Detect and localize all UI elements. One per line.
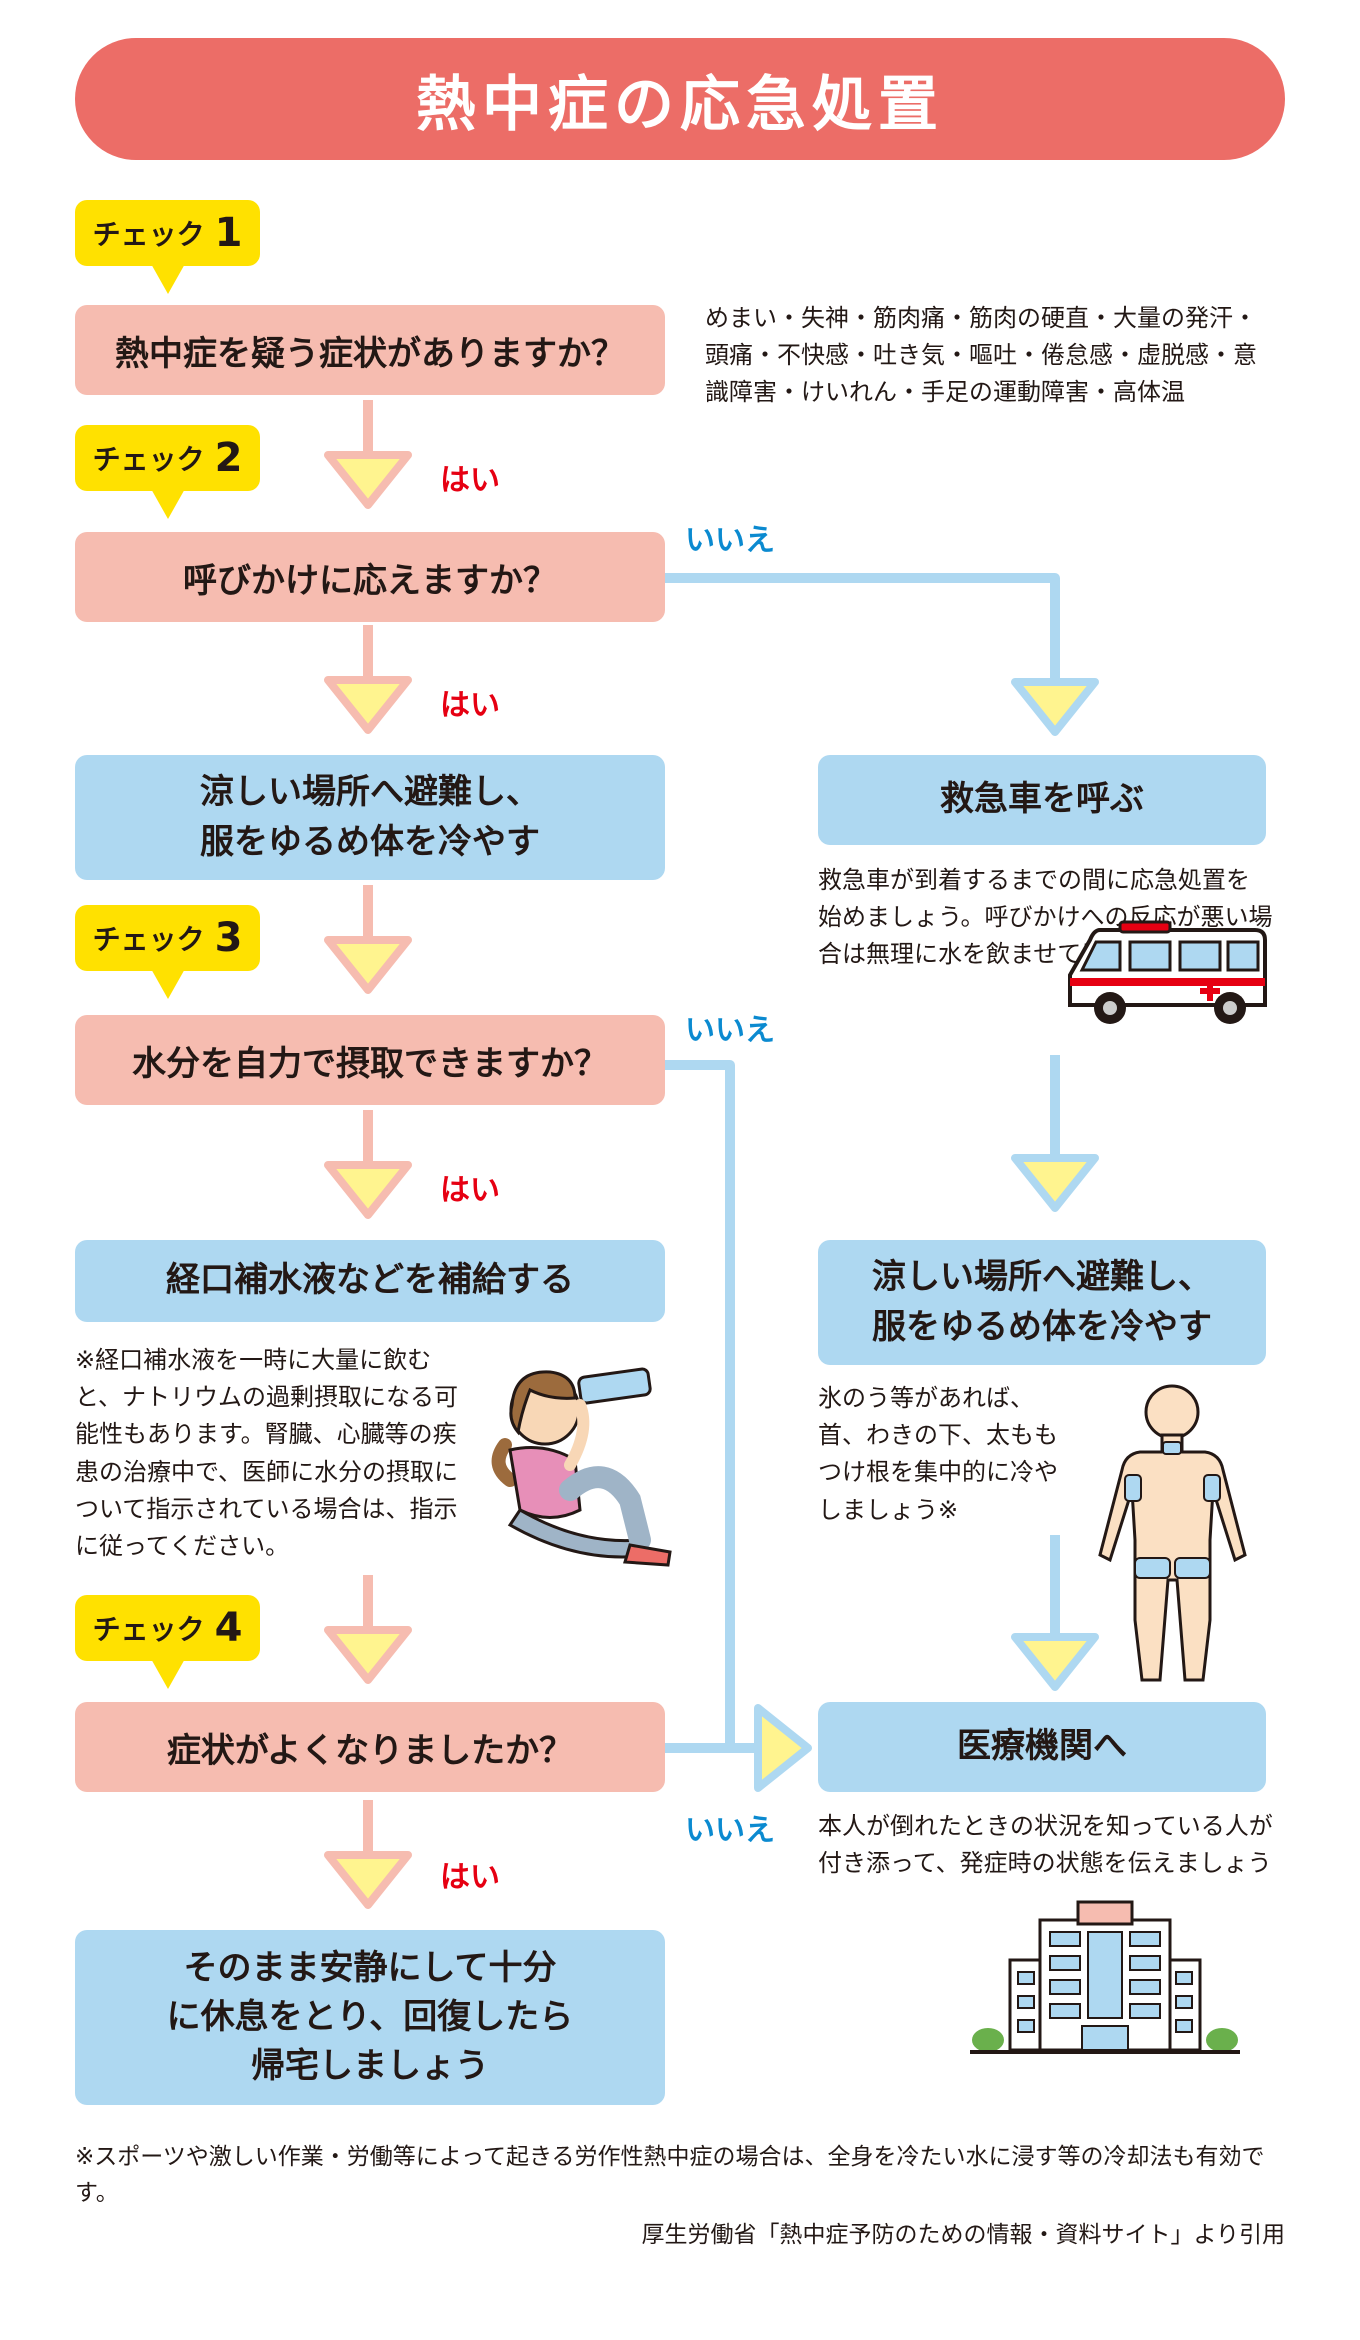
right-arrow-icon xyxy=(754,1704,812,1792)
tag-pointer xyxy=(150,967,186,999)
hospital-building-icon xyxy=(970,1900,1240,2054)
down-arrow-icon xyxy=(324,676,412,734)
check-label: チェック xyxy=(92,923,205,956)
no-label: いいえ xyxy=(685,1813,775,1848)
action-line: 服をゆるめ体を冷やす xyxy=(872,1306,1212,1347)
down-arrow-icon xyxy=(1011,1633,1099,1691)
yes-label: はい xyxy=(440,463,500,498)
action-hospital: 医療機関へ xyxy=(818,1702,1266,1792)
ambulance-icon xyxy=(1068,920,1267,1024)
question-3: 水分を自力で摂取できますか？ xyxy=(75,1015,665,1105)
down-arrow-icon xyxy=(324,451,412,509)
drinking-person-icon xyxy=(491,1367,672,1567)
question-1: 熱中症を疑う症状がありますか？ xyxy=(75,305,665,395)
check-tag-3: チェック 3 xyxy=(75,905,260,971)
down-arrow-icon xyxy=(324,1851,412,1909)
check-number: 1 xyxy=(214,210,243,256)
check-label: チェック xyxy=(92,443,205,476)
page-title: 熱中症の応急処置 xyxy=(75,38,1285,160)
yes-label: はい xyxy=(440,1860,500,1895)
action-line: 服をゆるめ体を冷やす xyxy=(200,821,540,862)
body-cooling-points-icon xyxy=(1098,1384,1247,1682)
action-call-ambulance: 救急車を呼ぶ xyxy=(818,755,1266,845)
action-rehydrate: 経口補水液などを補給する xyxy=(75,1240,665,1322)
tag-pointer xyxy=(150,262,186,294)
question-4: 症状がよくなりましたか？ xyxy=(75,1702,665,1792)
yes-label: はい xyxy=(440,688,500,723)
check-number: 2 xyxy=(214,435,243,481)
action-line: そのまま安静にして十分 xyxy=(183,1947,557,1988)
tag-pointer xyxy=(150,487,186,519)
down-arrow-icon xyxy=(1011,1154,1099,1212)
no-label: いいえ xyxy=(685,523,775,558)
check-tag-4: チェック 4 xyxy=(75,1595,260,1661)
down-arrow-icon xyxy=(324,1161,412,1219)
symptoms-note: めまい・失神・筋肉痛・筋肉の硬直・大量の発汗・頭痛・不快感・吐き気・嘔吐・倦怠感… xyxy=(705,304,1257,407)
yes-label: はい xyxy=(440,1173,500,1208)
down-arrow-icon xyxy=(324,1626,412,1684)
source-citation: 厚生労働省「熱中症予防のための情報・資料サイト」より引用 xyxy=(641,2222,1285,2248)
down-arrow-icon xyxy=(1011,678,1099,736)
action-line: 涼しい場所へ避難し、 xyxy=(872,1257,1212,1298)
cooling-note: 氷のう等があれば、首、わきの下、太ももつけ根を集中的に冷やしましょう※ xyxy=(818,1384,1058,1524)
down-arrow-icon xyxy=(324,936,412,994)
question-2: 呼びかけに応えますか？ xyxy=(75,532,665,622)
no-label: いいえ xyxy=(685,1013,775,1048)
check-label: チェック xyxy=(92,218,205,251)
action-cool-down-right: 涼しい場所へ避難し、 服をゆるめ体を冷やす xyxy=(818,1240,1266,1365)
hospital-note: 本人が倒れたときの状況を知っている人が付き添って、発症時の状態を伝えましょう xyxy=(818,1812,1273,1878)
action-line: 涼しい場所へ避難し、 xyxy=(200,772,540,813)
check-tag-2: チェック 2 xyxy=(75,425,260,491)
tag-pointer xyxy=(150,1657,186,1689)
action-rest: そのまま安静にして十分 に休息をとり、回復したら 帰宅しましょう xyxy=(75,1930,665,2105)
action-line: 帰宅しましょう xyxy=(251,2046,489,2087)
footnote: ※スポーツや激しい作業・労働等によって起きる労作性熱中症の場合は、全身を冷たい水… xyxy=(75,2144,1265,2206)
check-number: 3 xyxy=(214,915,243,961)
action-line: に休息をとり、回復したら xyxy=(166,1996,574,2037)
check-number: 4 xyxy=(214,1605,243,1651)
rehydrate-note: ※経口補水液を一時に大量に飲むと、ナトリウムの過剰摂取になる可能性もあります。腎… xyxy=(75,1346,459,1560)
check-label: チェック xyxy=(92,1613,205,1646)
check-tag-1: チェック 1 xyxy=(75,200,260,266)
action-cool-down-left: 涼しい場所へ避難し、 服をゆるめ体を冷やす xyxy=(75,755,665,880)
